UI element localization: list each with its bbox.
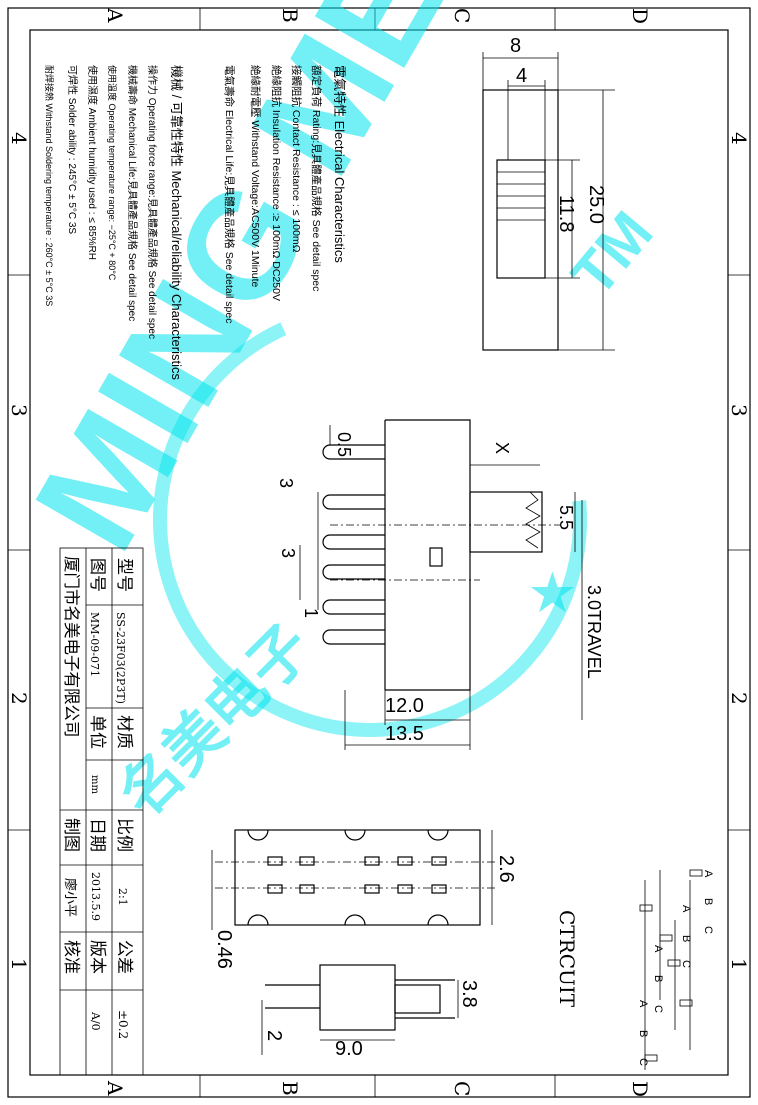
spec-text: 電氣特性 Electrical Characteristics 額定負荷 Rat… (44, 65, 347, 380)
tolerance-value: ±0.2 (116, 1010, 130, 1039)
circuit-label-b: B (680, 935, 692, 942)
dim-body-13: 13.5 (385, 723, 424, 745)
zone-col-a-bottom: A (103, 1080, 127, 1096)
circuit-label-b: B (652, 975, 664, 982)
dim-travel: 3.0TRAVEL (584, 585, 604, 679)
mechanical-line: 使用溫度 Operating temperature range: −25°C … (107, 65, 118, 281)
scale-value: 2:1 (116, 888, 129, 906)
date-label: 日期 (87, 818, 107, 852)
zone-row-4-right: 4 (727, 132, 751, 145)
zone-ticks (8, 8, 750, 1097)
zone-col-d: D (628, 8, 652, 24)
dim-side-2: 2 (263, 1030, 285, 1041)
circuit-label-c: C (702, 926, 714, 934)
mechanical-line: 耐焊接熱 Withstand Soldering temperature : 2… (44, 65, 55, 306)
model-value: SS-23F03(2P3T) (114, 612, 127, 704)
drawn-value: 廖小平 (62, 878, 78, 917)
zone-col-c: C (450, 8, 474, 23)
zone-col-b-bottom: B (278, 1081, 302, 1096)
zone-row-3: 3 (7, 404, 31, 417)
dim-pitch-b: 3 (278, 548, 298, 558)
circuit-label-c: C (637, 1058, 649, 1066)
mechanical-line: 機械壽命 Mechanical Life:見具體產品規格 See detail … (126, 65, 139, 321)
electrical-line: 電氣壽命 Electrical Life:見具體產品規格 See detail … (223, 65, 236, 324)
model-label: 型号 (114, 558, 134, 592)
watermark-star-icon: ★ (530, 565, 575, 621)
dim-top-slot: 11.8 (555, 195, 577, 232)
mechanical-line: 可焊性 Solder ability : 245°C ± 5°C 3S (66, 65, 79, 234)
zone-row-2-right: 2 (727, 692, 751, 705)
watermark-ring (153, 303, 587, 737)
circuit-label-a: A (702, 870, 714, 878)
zone-col-d-bottom: D (628, 1081, 652, 1097)
circuit-title: CTRCUIT (555, 910, 579, 1008)
mechanical-title: 機械 / 可靠性特性 Mechanical/reliability Charac… (169, 65, 184, 380)
version-value: A/0 (89, 1011, 102, 1031)
scale-label: 比例 (114, 818, 134, 852)
zone-col-a: A (103, 7, 127, 23)
circuit-label-a: A (637, 1000, 649, 1008)
dim-actuator: 5.5 (556, 505, 576, 530)
zone-row-1-right: 1 (727, 958, 751, 971)
circuit-label-b: B (637, 1030, 649, 1037)
zone-labels: A B C D A B C D 4 3 2 1 4 3 2 1 (7, 7, 751, 1097)
date-value: 2013.5.9 (89, 872, 102, 921)
zone-row-3-right: 3 (727, 404, 751, 417)
circuit-label-a: A (680, 905, 692, 913)
electrical-title: 電氣特性 Electrical Characteristics (332, 65, 347, 263)
unit-value: mm (89, 775, 100, 794)
dim-x: X (492, 442, 512, 454)
dim-top-length: 25.0 (585, 185, 607, 224)
zone-row-1: 1 (7, 958, 31, 971)
bottom-view: 2.6 0.46 (211, 829, 517, 969)
circuit-diagram: CTRCUIT A B C A B C A B C A B C (555, 869, 714, 1070)
electrical-line: 絶緣耐電壓 Withstand Voltage:AC500V 1Minute (249, 65, 262, 288)
dim-pin-gap: 0.5 (334, 432, 354, 457)
side-view: 0.5 3 3 1 X 5.5 3.0TRAVEL 12.0 13.5 (276, 419, 604, 750)
small-side-view: 3.8 2 9.0 (261, 964, 480, 1060)
dim-top-width: 8 (510, 35, 521, 57)
dim-pitch-a: 3 (276, 478, 296, 488)
zone-col-b: B (278, 8, 302, 23)
zone-row-4: 4 (7, 132, 31, 145)
company-name: 厦门市名美电子有限公司 (62, 556, 81, 738)
approved-label: 核准 (61, 940, 81, 974)
version-label: 版本 (87, 940, 107, 974)
top-view: 8 4 25.0 11.8 (482, 35, 615, 351)
dim-bottom-26: 2.6 (495, 855, 517, 883)
mechanical-line: 使用濕度 Ambient humidity used : ≤ 85%RH (86, 65, 99, 260)
tolerance-label: 公差 (114, 940, 134, 974)
unit-label: 单位 (87, 715, 107, 749)
electrical-line: 絶緣阻抗 Insulation Resistance :≥ 100mΩ DC25… (270, 65, 283, 301)
zone-col-c-bottom: C (450, 1081, 474, 1096)
inner-border (29, 29, 729, 1076)
dim-body-12: 12.0 (385, 695, 424, 717)
circuit-label-b: B (702, 898, 714, 905)
title-block: 型号 SS-23F03(2P3T) 材质 比例 2:1 公差 ±0.2 图号 M… (59, 547, 144, 1076)
electrical-line: 額定負荷 Rating:見具體產品規格 See detail spec (310, 65, 323, 291)
drawn-label: 制图 (61, 818, 81, 852)
dim-top-inner: 4 (516, 65, 527, 87)
circuit-label-c: C (652, 1005, 664, 1013)
outer-border (7, 7, 751, 1098)
zone-row-2: 2 (7, 692, 31, 705)
dim-pin-width: 1 (301, 608, 321, 618)
mechanical-line: 操作力 Operating force range:見具體產品規格 See de… (146, 65, 159, 339)
circuit-label-c: C (680, 960, 692, 968)
electrical-line: 接觸阻抗 Contact Resistance : ≤ 100mΩ (290, 65, 303, 253)
dim-side-90: 9.0 (335, 1038, 363, 1060)
drawing-no-label: 图号 (87, 558, 107, 592)
circuit-label-a: A (652, 945, 664, 953)
material-label: 材质 (114, 715, 134, 749)
drawing-no-value: MM-09-071 (88, 612, 101, 677)
dim-bottom-046: 0.46 (213, 930, 235, 969)
dim-side-38: 3.8 (458, 980, 480, 1008)
